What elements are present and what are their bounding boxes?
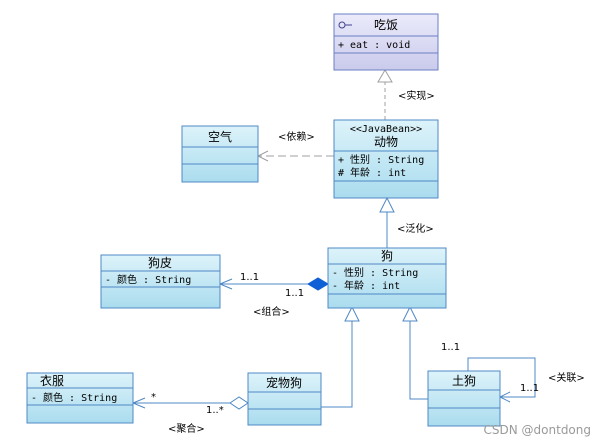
class-dog-member-1: - 年龄 : int: [332, 279, 400, 292]
generalization-dog-animal: [379, 196, 395, 248]
class-eat-interface[interactable]: 吃饭 + eat : void: [333, 13, 439, 71]
self-association-top-multiplicity: 1..1: [441, 342, 460, 353]
class-animal-member-1: # 年龄 : int: [338, 166, 406, 179]
class-air[interactable]: 空气: [181, 125, 259, 183]
generalization-tudog-dog: [402, 305, 428, 400]
dependency-label: <依赖>: [278, 130, 315, 143]
class-animal-title: 动物: [374, 135, 398, 149]
class-dogskin-title: 狗皮: [148, 256, 172, 270]
class-animal[interactable]: <<JavaBean>> 动物 + 性别 : String # 年龄 : int: [333, 119, 439, 199]
class-petdog-title: 宠物狗: [266, 375, 302, 390]
composition-diamond: [307, 277, 329, 291]
composition-relation: [218, 277, 329, 291]
association-label: <关联>: [548, 371, 585, 384]
class-clothes-title: 衣服: [40, 373, 64, 388]
self-association-right-multiplicity: 1..1: [520, 383, 539, 394]
class-animal-member-0: + 性别 : String: [338, 153, 424, 166]
class-dog[interactable]: 狗 - 性别 : String - 年龄 : int: [327, 247, 447, 309]
watermark: CSDN @dontdong: [484, 423, 591, 437]
class-air-title: 空气: [208, 129, 232, 144]
composition-label: <组合>: [253, 305, 290, 318]
aggregation-clothes-multiplicity: *: [151, 392, 156, 403]
realization-arrowhead: [377, 69, 393, 83]
class-petdog[interactable]: 宠物狗: [247, 372, 322, 426]
realization-relation: [377, 69, 393, 120]
class-eat-title: 吃饭: [374, 18, 398, 32]
class-dogskin[interactable]: 狗皮 - 颜色 : String: [100, 254, 221, 309]
composition-skin-multiplicity: 1..1: [240, 272, 259, 283]
generalization-label: <泛化>: [397, 222, 434, 235]
aggregation-relation: [131, 396, 249, 410]
class-dog-title: 狗: [381, 249, 393, 263]
aggregation-diamond: [229, 396, 249, 410]
composition-dog-multiplicity: 1..1: [285, 288, 304, 299]
class-clothes[interactable]: 衣服 - 颜色 : String: [26, 372, 134, 424]
generalization-petdog-arrowhead: [344, 305, 360, 322]
aggregation-pet-multiplicity: 1..*: [206, 405, 224, 416]
class-dogskin-member-0: - 颜色 : String: [105, 273, 191, 286]
class-tudog[interactable]: 土狗: [427, 370, 501, 427]
class-dog-member-0: - 性别 : String: [332, 266, 418, 279]
class-eat-member-0: + eat : void: [338, 40, 410, 51]
realization-label: <实现>: [398, 89, 435, 102]
generalization-arrowhead: [379, 196, 395, 213]
class-animal-stereotype: <<JavaBean>>: [350, 124, 422, 135]
class-clothes-member-0: - 颜色 : String: [31, 391, 117, 404]
aggregation-label: <聚合>: [168, 422, 205, 435]
generalization-tudog-arrowhead: [402, 305, 418, 322]
interface-lollipop-icon: [338, 21, 352, 29]
dependency-relation: [256, 150, 334, 162]
generalization-petdog-dog: [321, 305, 360, 408]
class-tudog-title: 土狗: [452, 374, 476, 388]
